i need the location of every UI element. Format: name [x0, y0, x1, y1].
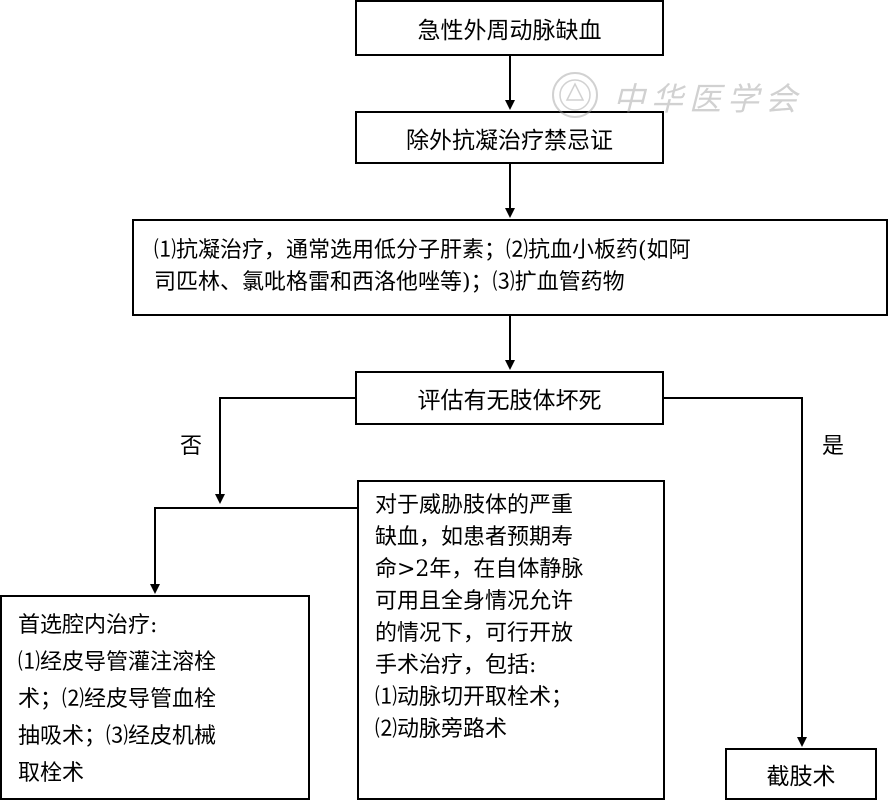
- edge-label-yes: 是: [822, 434, 845, 459]
- open-surgery-line: ⑵动脉旁路术: [375, 717, 508, 742]
- edge-label-no: 否: [180, 434, 203, 459]
- node-drug-therapy: ⑴抗凝治疗，通常选用低分子肝素；⑵抗血小板药(如阿 司匹林、氯吡格雷和西洛他唑等…: [132, 219, 888, 316]
- watermark-text: 中华医学会: [613, 80, 804, 118]
- node-amputation-label: 截肢术: [766, 764, 836, 790]
- open-surgery-line: 手术治疗，包括:: [375, 653, 537, 678]
- node-exclude-contraindication-label: 除外抗凝治疗禁忌证: [406, 127, 613, 154]
- open-surgery-line: 缺血，如患者预期寿: [375, 525, 574, 550]
- drug-therapy-line: ⑴抗凝治疗，通常选用低分子肝素；⑵抗血小板药(如阿: [154, 238, 691, 263]
- node-open-surgery: 对于威胁肢体的严重 缺血，如患者预期寿 命>2年，在自体静脉 可用且全身情况允许…: [357, 480, 665, 800]
- arrow-open-to-endovascular: [150, 507, 357, 594]
- open-surgery-line: 对于威胁肢体的严重: [375, 493, 574, 518]
- node-assess-necrosis: 评估有无肢体坏死: [355, 371, 664, 425]
- endovascular-line: ⑴经皮导管灌注溶栓: [18, 650, 217, 675]
- node-assess-necrosis-label: 评估有无肢体坏死: [417, 388, 602, 414]
- node-endovascular: 首选腔内治疗: ⑴经皮导管灌注溶栓 术；⑵经皮导管血栓 抽吸术；⑶经皮机械 取栓…: [0, 595, 310, 800]
- endovascular-line: 抽吸术；⑶经皮机械: [18, 724, 217, 749]
- seal-icon: [552, 72, 598, 118]
- open-surgery-line: ⑴动脉切开取栓术；: [375, 685, 574, 710]
- open-surgery-line: 的情况下，可行开放: [375, 621, 574, 646]
- node-acute-ischemia: 急性外周动脉缺血: [355, 0, 664, 56]
- node-acute-ischemia-label: 急性外周动脉缺血: [417, 18, 602, 44]
- node-amputation: 截肢术: [725, 748, 877, 800]
- arrow-no-branch: [215, 397, 357, 504]
- drug-therapy-line: 司匹林、氯吡格雷和西洛他唑等)；⑶扩血管药物: [154, 270, 625, 295]
- node-exclude-contraindication: 除外抗凝治疗禁忌证: [355, 111, 664, 164]
- open-surgery-line: 可用且全身情况允许: [375, 589, 574, 614]
- endovascular-line: 取栓术: [18, 761, 85, 786]
- endovascular-line: 首选腔内治疗:: [18, 613, 158, 638]
- arrow-yes-branch: [663, 397, 807, 747]
- endovascular-line: 术；⑵经皮导管血栓: [18, 687, 217, 712]
- open-surgery-line: 命>2年，在自体静脉: [375, 557, 584, 582]
- watermark: 中华医学会: [545, 70, 835, 120]
